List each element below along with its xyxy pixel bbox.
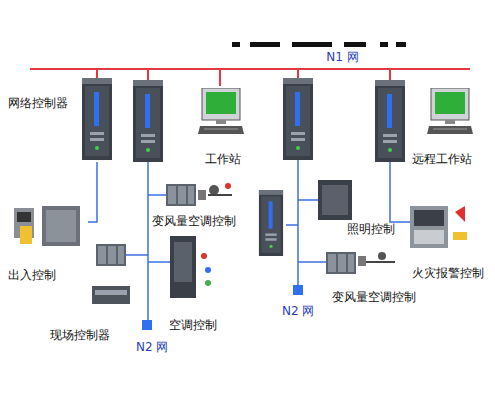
device-label: 网络控制器	[8, 96, 68, 110]
lighting-control: 照明控制	[315, 176, 395, 236]
fire-alarm-control: 火灾报警控制	[404, 202, 492, 280]
network-wire	[219, 70, 221, 86]
device-label: 出入控制	[8, 268, 56, 282]
device-label: 变风量空调控制	[152, 214, 236, 228]
remote-workstation: 远程工作站	[396, 86, 488, 166]
device-label: 空调控制	[169, 318, 217, 332]
device-label: 远程工作站	[412, 152, 472, 166]
field-controller: 现场控制器	[50, 282, 135, 342]
network-controller: 网络控制器	[8, 78, 114, 162]
device-label: 照明控制	[347, 222, 395, 236]
device-label: 火灾报警控制	[412, 266, 484, 280]
vav-control: 变风量空调控制	[148, 180, 240, 228]
workstation: 工作站	[195, 86, 250, 166]
access-control: 出入控制	[8, 200, 88, 282]
network-label: N1 网	[324, 50, 360, 64]
vav-control: 变风量空调控制	[322, 248, 426, 304]
ac-control: 空调控制	[162, 232, 224, 332]
network-label: N2 网	[136, 340, 168, 354]
device-label: 变风量空调控制	[332, 290, 416, 304]
network-bus: N1 网	[30, 50, 470, 70]
network-label: N2 网	[282, 304, 314, 318]
device-label: 现场控制器	[50, 328, 110, 342]
network-wire	[88, 162, 97, 222]
device-label: 工作站	[205, 152, 241, 166]
network-wire	[96, 70, 98, 78]
